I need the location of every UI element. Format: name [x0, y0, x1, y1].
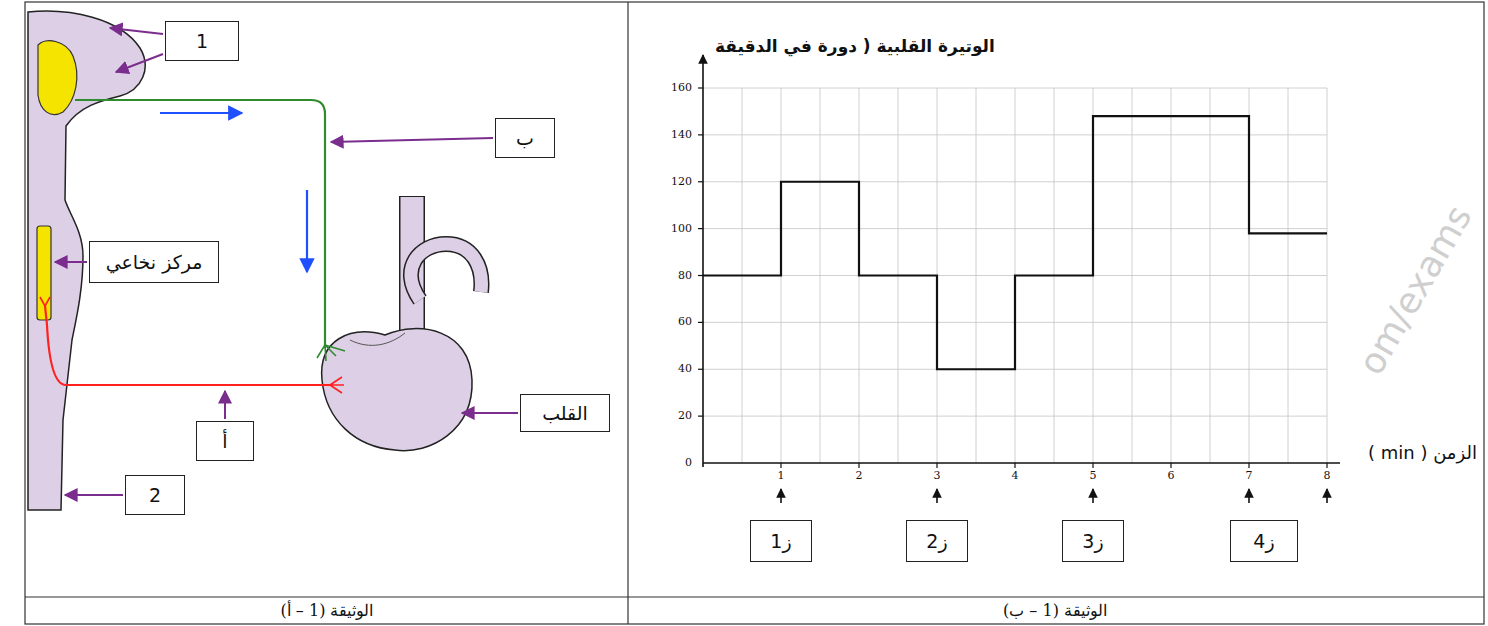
- aorta-arch-outline: [411, 244, 481, 300]
- callout-box: مركز نخاعي: [89, 241, 219, 283]
- watermark: om/exams: [1349, 198, 1480, 382]
- tick-mark: [698, 416, 703, 417]
- tick-mark: [698, 87, 703, 88]
- figure-caption: الوثيقة (1 – أ): [281, 601, 374, 620]
- box-label: ز2: [926, 530, 947, 553]
- nerve-endings: [317, 345, 345, 361]
- time-box: ز3: [1062, 520, 1124, 562]
- grid-line: [703, 228, 1327, 229]
- leader-arrow: [116, 54, 163, 72]
- leader-arrow: [224, 391, 226, 419]
- tick-label: 100: [671, 222, 692, 235]
- tick-mark: [698, 134, 703, 135]
- time-box: ز4: [1230, 520, 1298, 562]
- callout-box: ب: [495, 118, 555, 158]
- tick-label: 0: [685, 456, 692, 469]
- tick-mark: [1326, 463, 1327, 468]
- axis-title: الوتيرة القلبية ( دورة في الدقيقة: [715, 36, 995, 56]
- impulse-arrow: [160, 112, 242, 114]
- table-frame: [25, 2, 1484, 624]
- box-label: ز3: [1082, 530, 1103, 553]
- tick-label: 160: [671, 81, 692, 94]
- grid-line: [703, 134, 1327, 135]
- heart-rate-line: [703, 116, 1327, 369]
- time-marker-arrow: [936, 489, 938, 503]
- tick-label: 5: [1090, 469, 1097, 482]
- aorta-arch: [411, 244, 481, 300]
- heart-detail: [350, 333, 405, 345]
- heart: [322, 329, 472, 451]
- tick-mark: [698, 275, 703, 276]
- tick-label: 140: [671, 128, 692, 141]
- tick-label: 7: [1246, 469, 1253, 482]
- tick-label: 1: [778, 469, 785, 482]
- leader-arrow: [331, 138, 493, 142]
- tick-label: 120: [671, 175, 692, 188]
- tick-mark: [936, 463, 937, 468]
- callout-box: أ: [196, 421, 254, 461]
- impulse-arrow: [306, 190, 308, 272]
- x-axis: [703, 462, 1340, 464]
- time-box: ز2: [906, 520, 968, 562]
- tick-mark: [1014, 463, 1015, 468]
- tick-label: 40: [678, 363, 692, 376]
- time-box: ز1: [750, 520, 812, 562]
- medulla-center: [38, 41, 77, 115]
- tick-mark: [1170, 463, 1171, 468]
- table-divider: [25, 596, 1484, 597]
- tick-label: 8: [1324, 469, 1331, 482]
- time-marker-arrow: [1092, 489, 1094, 503]
- axis-title: الزمن ( min ): [1368, 442, 1477, 464]
- tick-label: 4: [1012, 469, 1019, 482]
- tick-label: 80: [678, 269, 692, 282]
- spinal-center: [37, 226, 51, 320]
- tick-mark: [698, 369, 703, 370]
- y-axis: [702, 55, 704, 467]
- callout-box: 1: [165, 21, 239, 61]
- time-marker-arrow: [780, 489, 782, 503]
- tick-label: 3: [934, 469, 941, 482]
- tick-mark: [858, 463, 859, 468]
- table-divider: [627, 2, 628, 624]
- tick-label: 6: [1168, 469, 1175, 482]
- box-label: القلب: [542, 402, 588, 425]
- callout-box: القلب: [520, 394, 610, 432]
- tick-mark: [1248, 463, 1249, 468]
- box-label: ب: [516, 127, 534, 150]
- grid-line: [703, 88, 1327, 89]
- tick-mark: [698, 322, 703, 323]
- tick-mark: [698, 228, 703, 229]
- leader-arrow: [462, 412, 518, 414]
- leader-arrow: [65, 494, 123, 496]
- nerve-endings: [40, 297, 344, 393]
- leader-arrow: [55, 261, 87, 263]
- tick-mark: [780, 463, 781, 468]
- sympathetic-nerve: [45, 306, 330, 385]
- time-marker-arrow: [1248, 489, 1250, 503]
- leader-arrow: [110, 28, 163, 34]
- box-label: 2: [149, 484, 161, 507]
- tick-mark: [1092, 463, 1093, 468]
- box-label: أ: [222, 430, 227, 453]
- box-label: ز1: [770, 530, 791, 553]
- time-marker-arrow: [1326, 489, 1328, 503]
- tick-mark: [698, 181, 703, 182]
- box-label: 1: [196, 30, 208, 53]
- figure-caption: الوثيقة (1 – ب): [1003, 601, 1107, 620]
- callout-box: 2: [125, 475, 185, 515]
- box-label: مركز نخاعي: [106, 251, 203, 274]
- grid-line: [703, 416, 1327, 417]
- tick-label: 2: [856, 469, 863, 482]
- tick-label: 60: [678, 316, 692, 329]
- tick-label: 20: [678, 410, 692, 423]
- box-label: ز4: [1253, 530, 1274, 553]
- parasympathetic-nerve: [75, 100, 325, 348]
